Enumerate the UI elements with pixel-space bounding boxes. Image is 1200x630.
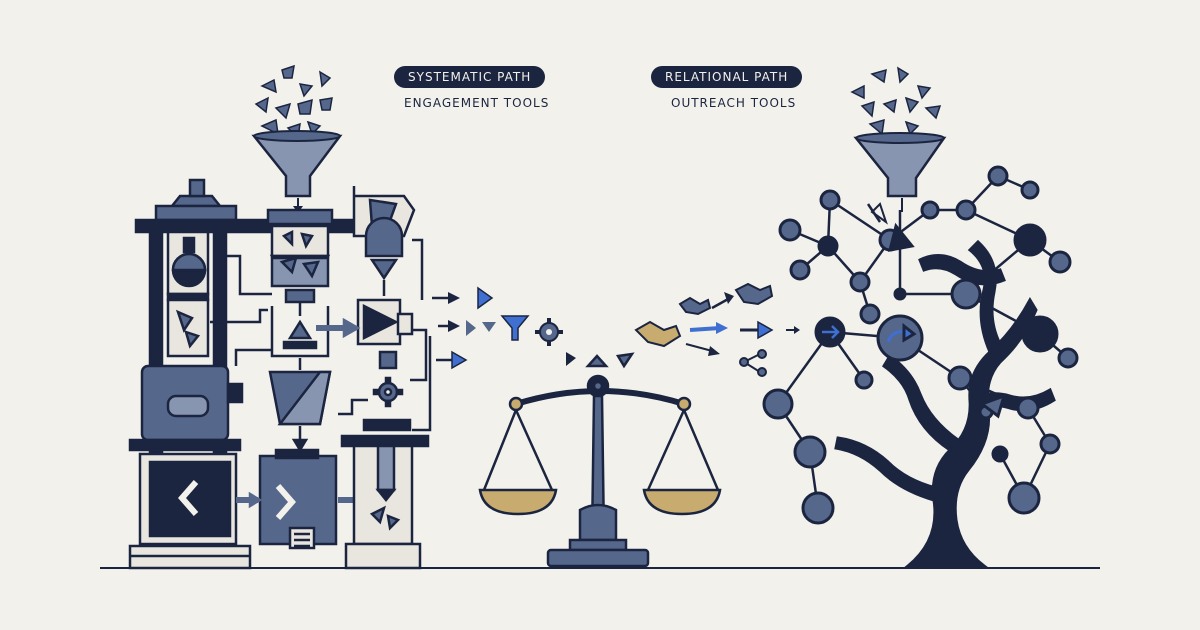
outreach-tools-label: OUTREACH TOOLS <box>671 96 797 110</box>
arrow-icon <box>566 352 576 366</box>
relational-path-label: RELATIONAL PATH <box>651 66 803 88</box>
network-tree-icon <box>762 165 1079 568</box>
systematic-flow-icons <box>432 286 576 370</box>
systematic-path-label: SYSTEMATIC PATH <box>394 66 546 88</box>
share-icon <box>739 349 767 377</box>
handshake-icon <box>678 296 712 316</box>
left-funnel-icon <box>251 64 343 213</box>
right-machine-column <box>316 186 432 570</box>
relational-flow-icons <box>634 282 800 377</box>
funnel-icon <box>500 315 530 341</box>
gear-icon <box>372 376 404 408</box>
balance-scale-icon <box>478 352 722 568</box>
handshake-icon <box>634 320 682 348</box>
machine-icon <box>128 178 360 570</box>
gear-icon <box>535 318 563 346</box>
arrow-icon <box>477 286 494 310</box>
processing-stages <box>210 208 371 550</box>
right-funnel-icon <box>850 66 947 212</box>
handshake-icon <box>734 282 774 306</box>
engagement-tools-label: ENGAGEMENT TOOLS <box>404 96 550 110</box>
